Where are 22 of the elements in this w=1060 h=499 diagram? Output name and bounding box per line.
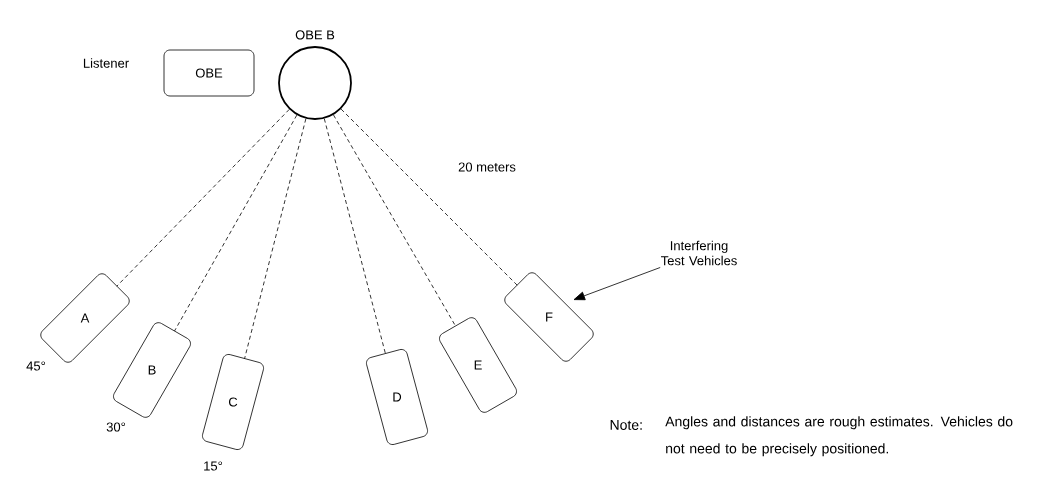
dashed-line [340,108,518,286]
vehicle-box: C [202,354,264,450]
note-text: Angles and distances are rough estimates. Vehicles do not need to be precisely positioned. [665,416,1013,457]
note-heading: Note: [610,420,642,430]
distance-label: 20 meters [458,162,516,172]
callout-text: Interfering Test Vehicles [661,240,737,266]
vehicle-box: D [366,349,428,445]
vehicle-box: E [439,317,517,413]
dashed-line [333,114,456,327]
dashed-line [116,109,290,287]
beside-label: 15° [204,461,223,471]
beside-label: Listener [83,58,129,68]
beside-label: 45° [26,361,46,371]
arrow [573,267,661,301]
vehicle-box: F [504,272,594,362]
dashed-line [244,118,307,359]
obe-box: OBE [163,49,255,97]
dashed-line [174,114,298,332]
vehicle-box: B [113,322,191,418]
circle-heading: OBE B [295,30,335,40]
dashed-line [323,118,386,354]
beside-label: 30° [106,422,126,432]
